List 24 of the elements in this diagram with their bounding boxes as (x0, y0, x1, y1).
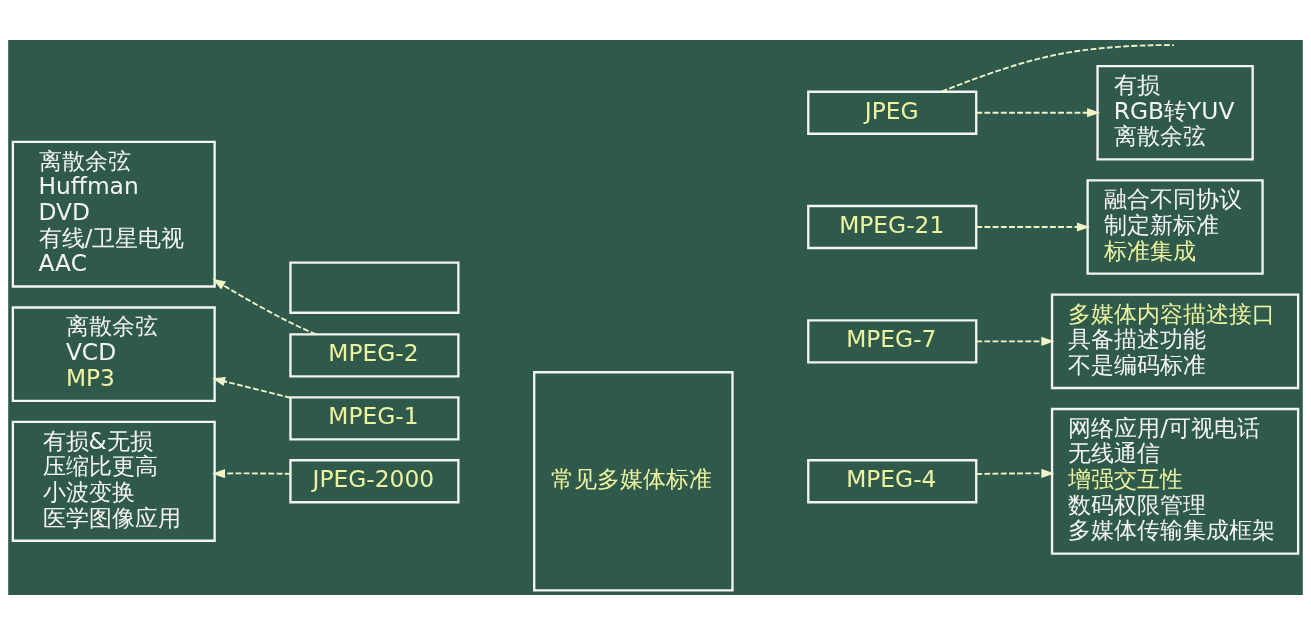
node-box: 离散余弦 Huffman DVD 有线/卫星电视 AAC (11, 140, 216, 288)
node-box: 网络应用/可视电话 无线通信 增强交互性 数码权限管理 多媒体传输集成框架 (1050, 407, 1300, 555)
arrow (975, 108, 1101, 118)
arrow (212, 278, 318, 336)
node-box: 常见多媒体标准 (533, 371, 734, 592)
node-box: MPEG-4 (807, 459, 978, 504)
node-box: 有损 RGB转YUV 离散余弦 (1096, 64, 1254, 161)
node-box: MPEG-21 (807, 204, 978, 250)
arrow (975, 468, 1055, 478)
node-box: MPEG-2 (289, 333, 460, 378)
node-box: JPEG (807, 90, 978, 135)
arrow (975, 336, 1055, 346)
node-box: JPEG-2000 (289, 459, 460, 504)
connector (940, 44, 1175, 93)
node-box: 多媒体内容描述接口 具备描述功能 不是编码标准 (1050, 293, 1300, 390)
arrow (211, 468, 292, 479)
arrow (212, 376, 292, 399)
arrow (975, 222, 1091, 232)
node-box: MPEG-1 (289, 396, 460, 441)
node-box: 融合不同协议 制定新标准 标准集成 (1086, 179, 1264, 275)
node-box: MPEG-7 (807, 319, 978, 364)
node-box: 离散余弦 VCD MP3 (11, 306, 216, 402)
node-box: 有损&无损 压缩比更高 小波变换 医学图像应用 (11, 420, 216, 542)
node-box (289, 261, 460, 314)
